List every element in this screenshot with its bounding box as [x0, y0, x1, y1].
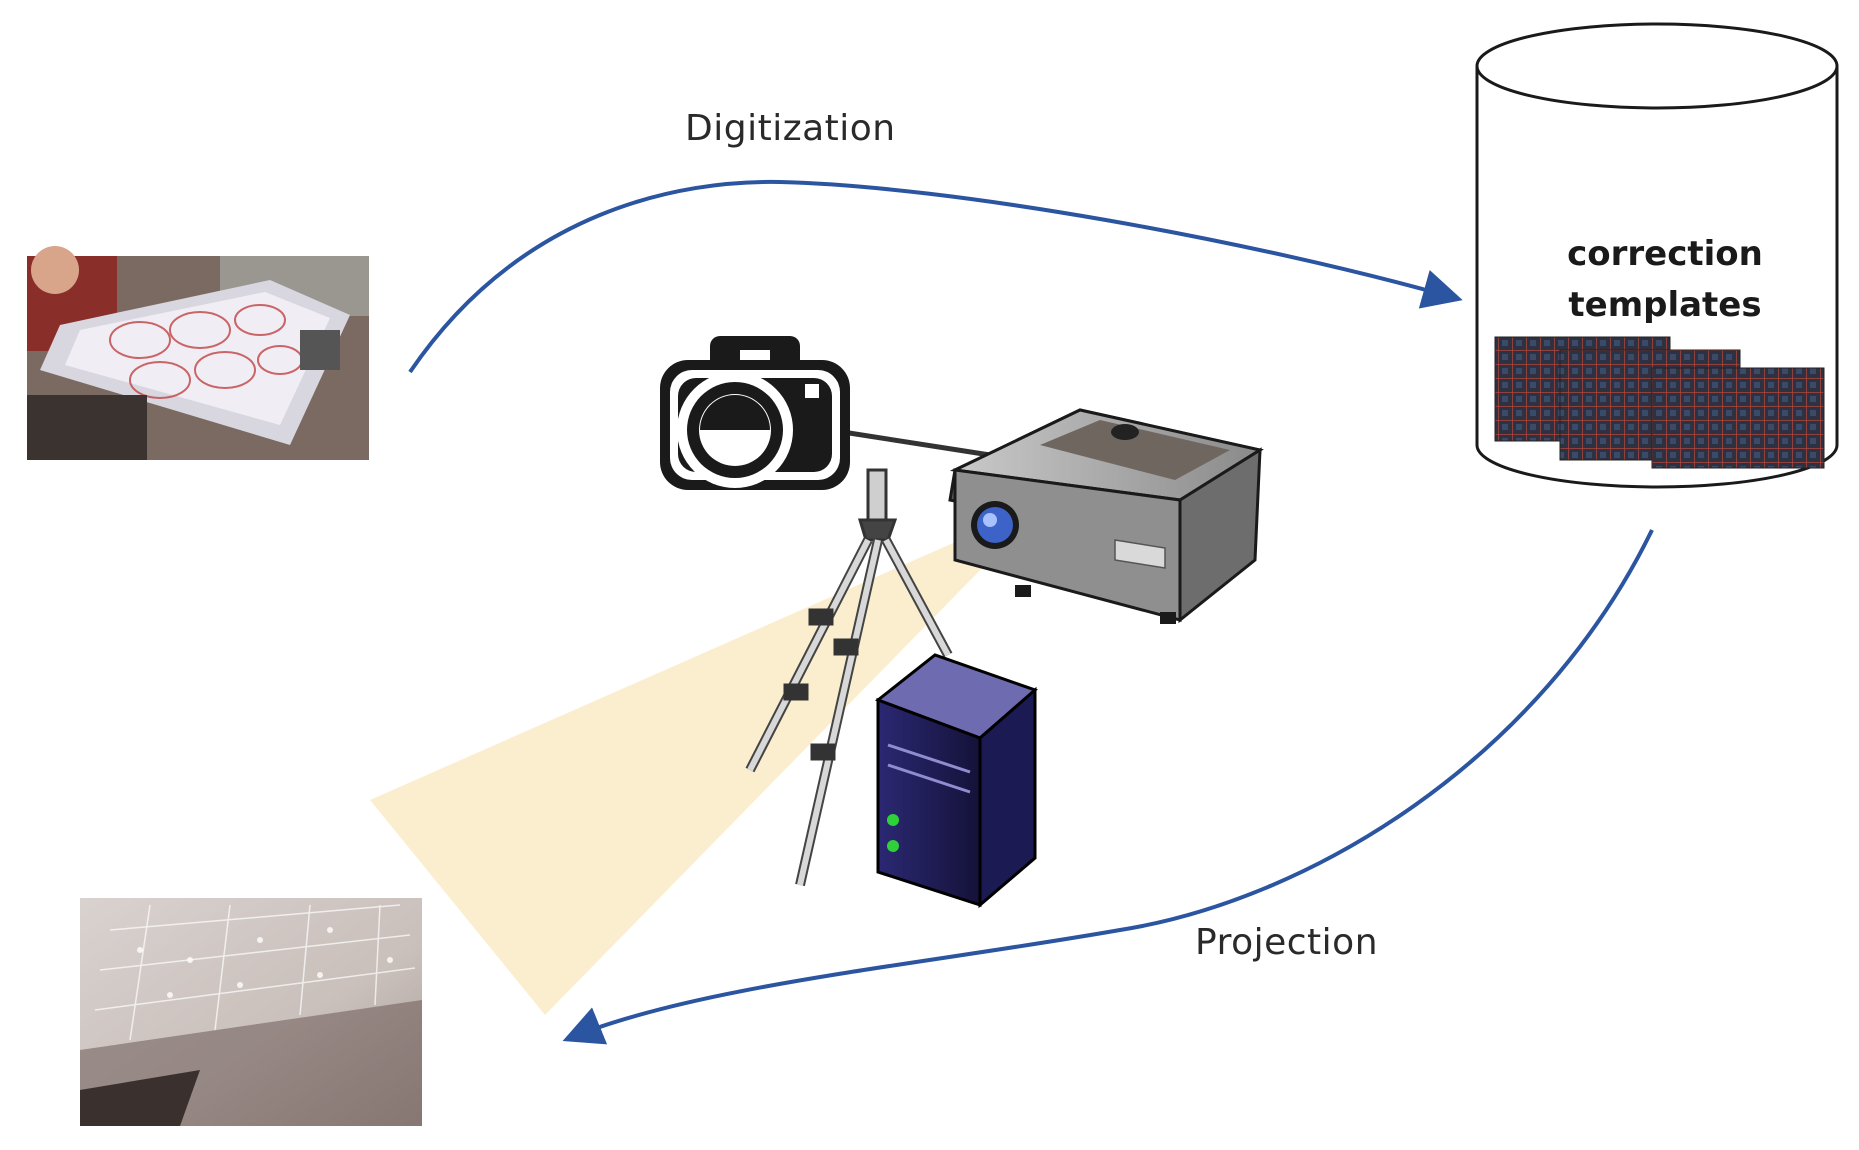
output-photo	[80, 898, 422, 1126]
projection-arrow	[562, 529, 1654, 1045]
projector-icon	[948, 408, 1264, 624]
digitization-label: Digitization	[685, 108, 896, 149]
camera-mount-bar	[829, 427, 991, 458]
camera-icon	[660, 336, 850, 490]
projector-light-beam	[370, 540, 990, 1015]
projection-label: Projection	[1195, 922, 1379, 963]
database-label-line2: templates	[1568, 285, 1762, 325]
correction-template-thumbnails	[1494, 336, 1825, 469]
tripod-icon	[745, 468, 953, 887]
computer-tower-icon	[874, 653, 1038, 909]
database-label-line1: correction	[1567, 234, 1763, 274]
input-photo	[27, 246, 369, 460]
digitization-arrow	[408, 179, 1463, 374]
